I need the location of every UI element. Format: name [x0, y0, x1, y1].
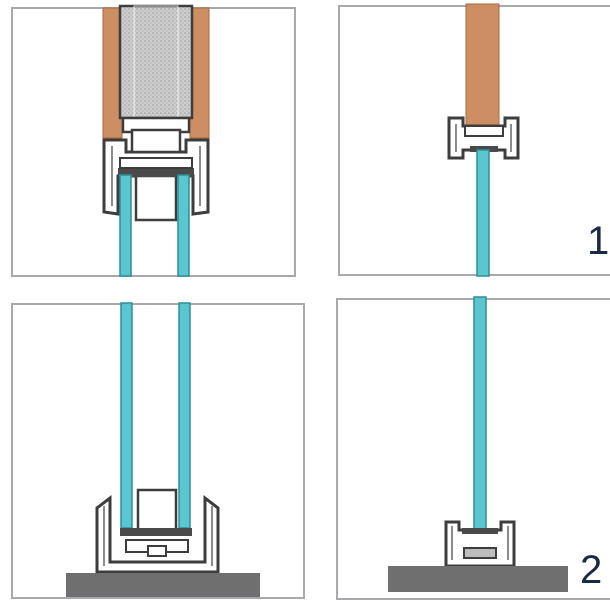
- glass-pane: [473, 296, 487, 532]
- center-spacer: [134, 174, 178, 222]
- center-spacer: [136, 488, 178, 534]
- label-2: 2: [580, 548, 602, 592]
- glass-pane-left: [119, 174, 132, 277]
- glass-pane-right: [177, 174, 190, 277]
- glass-pane-left: [120, 302, 133, 529]
- label-1: 1: [587, 219, 609, 263]
- head-profile-inner: [111, 146, 201, 206]
- wood-beam: [465, 3, 500, 129]
- panel-single-glass-head: 1: [338, 3, 610, 277]
- floor-slab: [388, 566, 568, 592]
- floor-profile-outer: [95, 494, 220, 574]
- panel-double-glass-floor: [11, 302, 305, 599]
- panel-double-glass-head: [11, 4, 296, 277]
- floor-slab: [66, 573, 260, 597]
- insulation-core: [118, 4, 194, 120]
- panel-single-glass-floor: 2: [336, 296, 610, 600]
- glass-pane: [476, 149, 490, 277]
- glass-pane-right: [178, 302, 191, 529]
